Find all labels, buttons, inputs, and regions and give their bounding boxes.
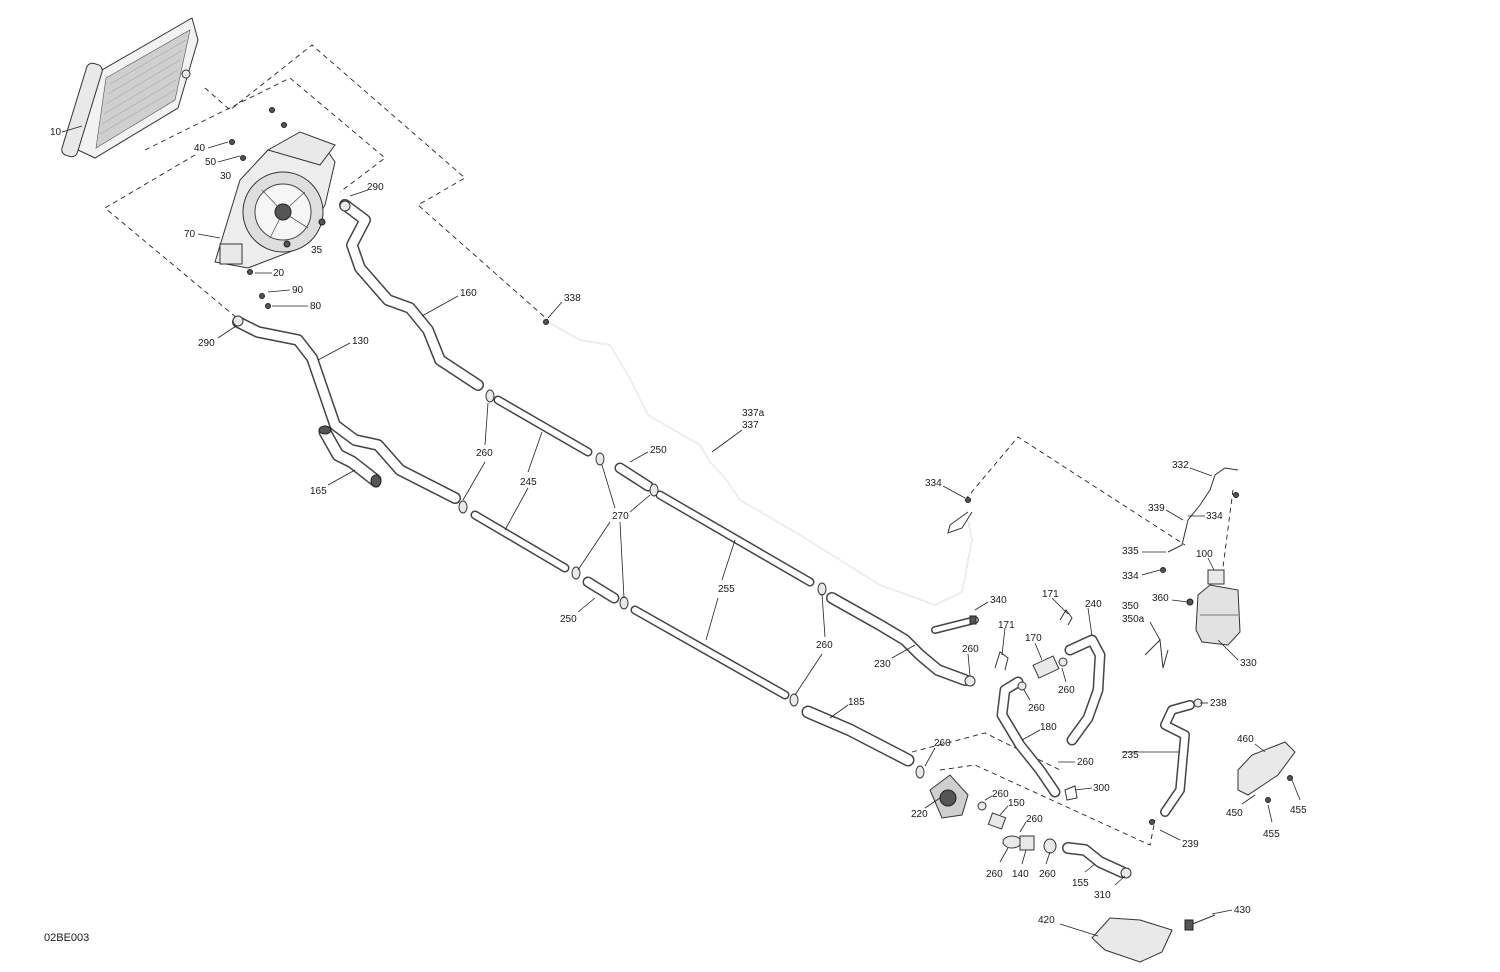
callout-334-b: 334: [1206, 511, 1223, 522]
callout-70: 70: [184, 229, 196, 240]
callout-310: 310: [1094, 890, 1111, 901]
callout-140: 140: [1012, 869, 1029, 880]
hose-155: [1062, 842, 1132, 879]
callout-130: 130: [352, 336, 369, 347]
callout-155: 155: [1072, 878, 1089, 889]
callout-339: 339: [1148, 503, 1165, 514]
callout-460: 460: [1237, 734, 1254, 745]
callout-337a: 337a: [742, 408, 765, 419]
tubes-255: [630, 490, 815, 700]
overflow-tube-332: [1144, 467, 1239, 669]
callout-334-a: 334: [925, 478, 942, 489]
callout-290-bottom: 290: [198, 338, 215, 349]
callout-330: 330: [1240, 658, 1257, 669]
callout-250-a: 250: [650, 445, 667, 456]
water-pump: [929, 774, 1057, 854]
callout-171-b: 171: [998, 620, 1015, 631]
callout-245: 245: [520, 477, 537, 488]
hose-160: [339, 199, 484, 391]
coolant-reservoir: [1186, 569, 1241, 646]
callout-35: 35: [311, 245, 323, 256]
callout-332: 332: [1172, 460, 1189, 471]
thermostat-housing: [994, 609, 1073, 691]
callout-100: 100: [1196, 549, 1213, 560]
callout-455-b: 455: [1263, 829, 1280, 840]
callout-270: 270: [612, 511, 629, 522]
fan-fasteners: [229, 107, 326, 309]
callout-335: 335: [1122, 546, 1139, 557]
callout-239: 239: [1182, 839, 1199, 850]
couplers-250: [582, 462, 654, 604]
callouts: 10 40 50 30 290 70 35 20 90 80 290 130 1…: [50, 125, 1307, 937]
callout-338: 338: [564, 293, 581, 304]
callout-170: 170: [1025, 633, 1042, 644]
callout-360: 360: [1152, 593, 1169, 604]
callout-350a: 350a: [1122, 614, 1145, 625]
callout-235: 235: [1122, 750, 1139, 761]
callout-171-a: 171: [1042, 589, 1059, 600]
tubes-245: [470, 395, 593, 573]
vent-tube-337: [543, 319, 973, 606]
callout-450: 450: [1226, 808, 1243, 819]
callout-160: 160: [460, 288, 477, 299]
callout-260-f: 260: [934, 738, 951, 749]
hose-340: [931, 615, 979, 634]
assembly-dashed-lines: [104, 44, 1234, 846]
callout-340: 340: [990, 595, 1007, 606]
callout-334-c: 334: [1122, 571, 1139, 582]
callout-255: 255: [718, 584, 735, 595]
hose-230: [826, 592, 976, 687]
hose-130: [232, 315, 461, 504]
bracket-420: [1091, 914, 1216, 963]
callout-290-top: 290: [367, 182, 384, 193]
callout-230: 230: [874, 659, 891, 670]
callout-240: 240: [1085, 599, 1102, 610]
callout-350: 350: [1122, 601, 1139, 612]
callout-250-b: 250: [560, 614, 577, 625]
callout-185: 185: [848, 697, 865, 708]
fan-shroud: [214, 131, 336, 269]
callout-420: 420: [1038, 915, 1055, 926]
hose-180: [996, 676, 1061, 798]
callout-220: 220: [911, 809, 928, 820]
callout-150: 150: [1008, 798, 1025, 809]
callout-180: 180: [1040, 722, 1057, 733]
hose-185: [801, 705, 915, 767]
callout-80: 80: [310, 301, 322, 312]
callout-300: 300: [1093, 783, 1110, 794]
callout-10: 10: [50, 127, 62, 138]
callout-260-i: 260: [1026, 814, 1043, 825]
callout-260-a: 260: [476, 448, 493, 459]
callout-260-b: 260: [816, 640, 833, 651]
clamp-300: [1064, 785, 1078, 801]
bracket-450: [1237, 741, 1296, 803]
hose-240: [1064, 634, 1106, 746]
hose-165: [318, 425, 382, 488]
callout-260-e: 260: [1058, 685, 1075, 696]
diagram-code: 02BE003: [44, 932, 89, 944]
callout-337: 337: [742, 420, 759, 431]
callout-20: 20: [273, 268, 285, 279]
callout-260-k: 260: [1039, 869, 1056, 880]
callout-30: 30: [220, 171, 232, 182]
hose-235: [1149, 698, 1203, 825]
callout-260-j: 260: [986, 869, 1003, 880]
callout-260-d: 260: [1028, 703, 1045, 714]
callout-90: 90: [292, 285, 304, 296]
callout-260-h: 260: [992, 789, 1009, 800]
clamps: [458, 389, 925, 779]
callout-260-g: 260: [1077, 757, 1094, 768]
callout-430: 430: [1234, 905, 1251, 916]
callout-260-c: 260: [962, 644, 979, 655]
callout-238: 238: [1210, 698, 1227, 709]
radiator: [61, 17, 199, 159]
callout-455-a: 455: [1290, 805, 1307, 816]
callout-165: 165: [310, 486, 327, 497]
callout-40: 40: [194, 143, 206, 154]
callout-50: 50: [205, 157, 217, 168]
